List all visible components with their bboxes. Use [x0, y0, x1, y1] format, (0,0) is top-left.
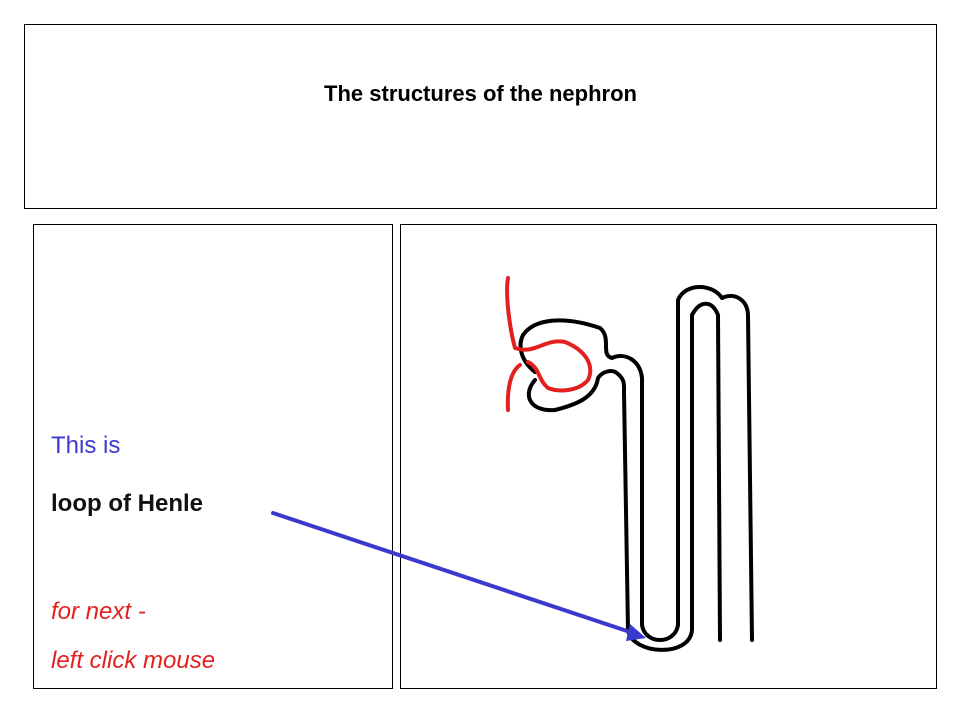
- caption-panel: This is loop of Henle for next - left cl…: [33, 224, 393, 689]
- slide-title: The structures of the nephron: [324, 81, 637, 106]
- instruction-line-1: for next -: [51, 598, 146, 625]
- structure-label: loop of Henle: [51, 490, 203, 517]
- instruction-line-2: left click mouse: [51, 647, 216, 674]
- diagram-panel[interactable]: [400, 224, 937, 689]
- intro-text: This is: [51, 432, 121, 459]
- title-panel: The structures of the nephron: [24, 24, 937, 209]
